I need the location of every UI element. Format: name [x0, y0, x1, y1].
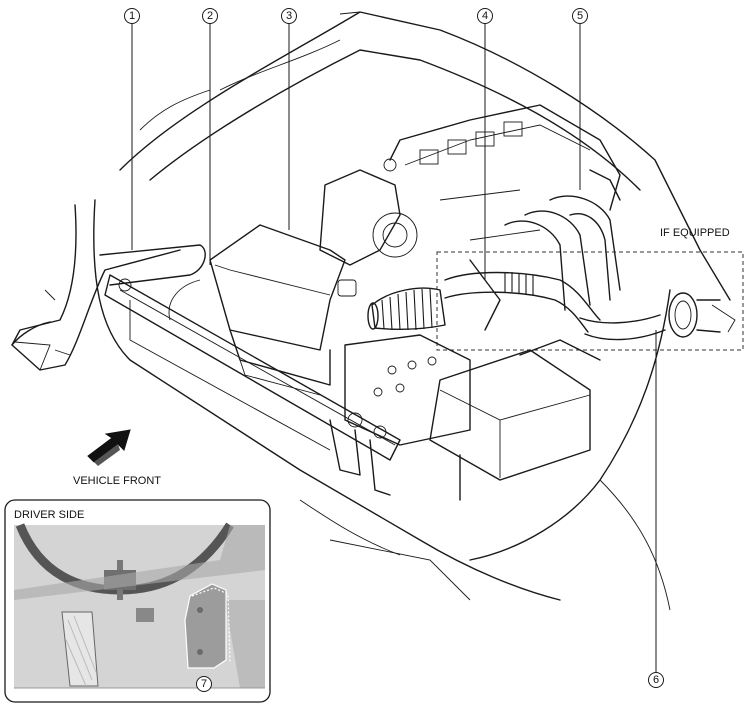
fresh-air-duct: [11, 204, 206, 371]
callout-6: 6: [648, 672, 664, 688]
callout-4: 4: [477, 8, 493, 24]
air-hose: [367, 287, 446, 331]
vehicle-front-arrow-icon: [87, 429, 131, 466]
driver-side-inset: DRIVER SIDE: [4, 499, 271, 703]
callout-3-number: 3: [286, 10, 292, 22]
callout-3: 3: [281, 8, 297, 24]
callout-1-number: 1: [129, 10, 135, 22]
callout-6-number: 6: [653, 674, 659, 686]
callout-5-number: 5: [577, 10, 583, 22]
callout-7: 7: [196, 676, 212, 692]
if-equipped-label: IF EQUIPPED: [660, 227, 730, 239]
breather-hoses: [444, 259, 736, 341]
callout-1: 1: [124, 8, 140, 24]
radiator-frame: [104, 274, 401, 496]
driver-side-label: DRIVER SIDE: [14, 509, 84, 521]
air-cleaner: [168, 224, 357, 396]
intake-manifold: [319, 104, 621, 311]
callout-leaders: [131, 23, 657, 676]
battery-area: [344, 334, 601, 501]
vehicle-body-outline: [93, 11, 731, 611]
vehicle-front-label: VEHICLE FRONT: [73, 475, 161, 487]
callout-7-number: 7: [201, 678, 207, 690]
callout-5: 5: [572, 8, 588, 24]
if-equipped-box: [436, 251, 744, 351]
callout-2: 2: [202, 8, 218, 24]
callout-4-number: 4: [482, 10, 488, 22]
callout-2-number: 2: [207, 10, 213, 22]
